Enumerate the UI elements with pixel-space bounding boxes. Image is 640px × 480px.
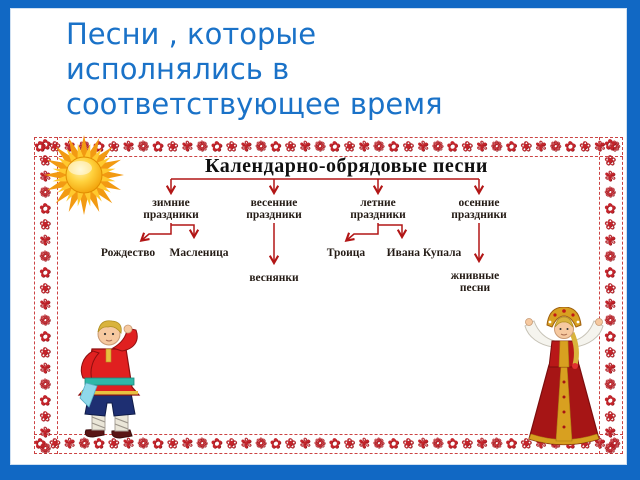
branch-autumn-line1: осенние xyxy=(458,197,500,209)
ornament-border-bottom: ✿❀✾❁✿❀✾❁✿❀✾❁✿❀✾❁✿❀✾❁✿❀✾❁✿❀✾❁✿❀✾❁✿❀✾❁✿❀✾❁… xyxy=(34,434,623,454)
girl-folk-costume-icon xyxy=(524,307,604,446)
branch-spring: весенние праздники xyxy=(229,197,319,221)
sun-icon xyxy=(44,135,124,215)
slide-title-line-3: соответствующее время xyxy=(66,87,443,121)
branch-summer: летние праздники xyxy=(333,197,423,221)
branch-winter-line1: зимние xyxy=(152,197,190,209)
slide-title-line-2: исполнялись в xyxy=(66,52,290,86)
slide[interactable]: Песни , которые исполнялись в соответств… xyxy=(10,8,627,465)
branch-spring-line2: праздники xyxy=(246,208,302,221)
leaf-ivana-kupala: Ивана Купала xyxy=(386,247,462,259)
slide-title[interactable]: Песни , которые исполнялись в соответств… xyxy=(66,17,616,122)
leaf-zhnivnye-pesni: жнивные песни xyxy=(450,270,500,294)
branch-spring-line1: весенние xyxy=(250,197,298,209)
leaf-maslenitsa: Масленица xyxy=(169,247,229,259)
leaf-vesnyanki: веснянки xyxy=(249,272,299,284)
leaf-rozhdestvo: Рождество xyxy=(100,247,156,259)
boy-folk-costume-icon xyxy=(77,320,141,439)
branch-summer-line2: праздники xyxy=(350,208,406,221)
ornament-border-left: ✿❀✾❁✿❀✾❁✿❀✾❁✿❀✾❁✿❀✾❁✿❀✾❁✿❀✾❁ xyxy=(34,137,58,454)
diagram-title: Календарно-обрядовые песни xyxy=(205,155,488,177)
ornament-border-right: ✿❀✾❁✿❀✾❁✿❀✾❁✿❀✾❁✿❀✾❁✿❀✾❁✿❀✾❁ xyxy=(599,137,623,454)
calendar-songs-picture[interactable]: ✿❀✾❁✿❀✾❁✿❀✾❁✿❀✾❁✿❀✾❁✿❀✾❁✿❀✾❁ ✿❀✾❁✿❀✾❁✿❀✾❁… xyxy=(34,135,623,454)
branch-autumn-line2: праздники xyxy=(451,208,507,221)
branch-winter-line2: праздники xyxy=(143,208,199,221)
branch-autumn: осенние праздники xyxy=(434,197,524,221)
branch-summer-line1: летние xyxy=(360,197,396,209)
branch-winter: зимние праздники xyxy=(126,197,216,221)
ornament-border-top: ✿❀✾❁✿❀✾❁✿❀✾❁✿❀✾❁✿❀✾❁✿❀✾❁✿❀✾❁✿❀✾❁✿❀✾❁✿❀✾❁… xyxy=(34,137,623,157)
diagram-arrows xyxy=(34,178,623,454)
slide-title-line-1: Песни , которые xyxy=(66,17,317,51)
leaf-troitsa: Троица xyxy=(326,247,366,259)
boy-legs xyxy=(84,412,133,439)
